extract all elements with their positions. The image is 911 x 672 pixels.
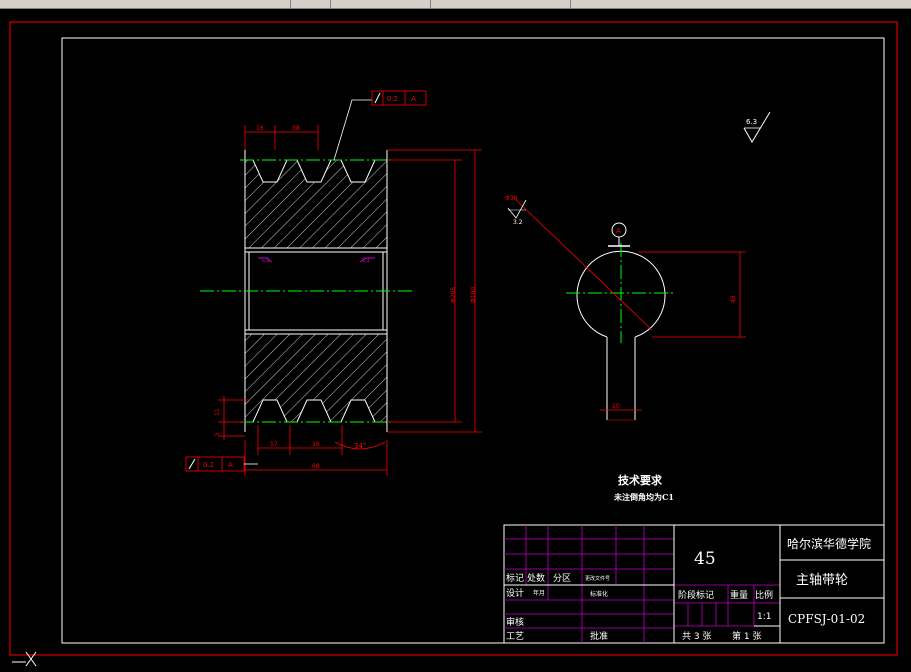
tb-standardize: 标准化: [590, 590, 608, 598]
pulley-upper-section: [244, 159, 388, 249]
dim-left-5: 5: [214, 432, 221, 436]
pulley-lower-section: [244, 333, 388, 423]
tb-weight: 重量: [730, 589, 748, 601]
requirements-text: 未注倒角均为C1: [613, 492, 674, 502]
datum-symbol-label: A: [616, 227, 621, 235]
tb-scale: 1:1: [757, 612, 771, 622]
dim-left-11: 11: [214, 408, 221, 416]
dim-bottom-17: 17: [270, 441, 278, 448]
dim-top-16: 16: [256, 125, 264, 132]
tolerance-bottom-value: 0.2: [203, 461, 214, 469]
toolbar-separator: [430, 0, 431, 8]
requirements-title: 技术要求: [618, 473, 663, 487]
toolbar-separator: [290, 0, 291, 8]
toolbar-separator: [330, 0, 331, 8]
tolerance-top-datum: A: [411, 95, 416, 103]
dim-overall-68: 68: [312, 463, 320, 470]
tb-change-doc: 更改文件号: [585, 575, 610, 582]
chamfer-left-label: C1: [262, 257, 270, 264]
tb-total-sheets: 共 3 张: [682, 631, 711, 642]
tolerance-frame-top: 0.2 A: [333, 90, 427, 161]
hub-dim-10: 10: [612, 403, 620, 410]
toolbar-separator: [570, 0, 571, 8]
drawing-border: [61, 37, 885, 644]
tolerance-top-value: 0.2: [387, 95, 398, 103]
hub-dim-48: 48: [730, 295, 737, 303]
tb-material: 45: [694, 549, 716, 569]
dim-diameter-205: Φ205: [450, 287, 457, 303]
drawing-canvas[interactable]: C1 C1 16 38 11 5 17 16 34° 68: [0, 8, 911, 668]
tb-approve: 批准: [590, 630, 608, 642]
tb-date: 年月: [533, 589, 545, 597]
tb-school: 哈尔滨华德学院: [787, 536, 871, 551]
tb-process: 工艺: [506, 631, 524, 642]
groove-angle-label: 34°: [354, 442, 366, 450]
tolerance-frame-bottom: 0.2 A: [185, 456, 258, 472]
tb-sheet-no: 第 1 张: [732, 630, 761, 642]
tb-location: 处数: [527, 572, 545, 584]
chamfer-right-label: C1: [362, 257, 370, 264]
tb-mark: 标记: [506, 572, 524, 584]
tolerance-bottom-datum: A: [228, 461, 233, 469]
pulley-section-view: C1 C1: [200, 150, 412, 432]
dim-bottom-16: 16: [312, 441, 320, 448]
cad-drawing-area[interactable]: C1 C1 16 38 11 5 17 16 34° 68: [0, 8, 911, 668]
cad-toolbar: [0, 0, 911, 9]
ucs-icon: [12, 651, 37, 667]
tb-part-name: 主轴带轮: [796, 573, 848, 588]
roughness-symbol: 6.3: [743, 111, 771, 143]
title-block: 标记 处数 分区 更改文件号 设计 年月 标准化 审核 工艺 批准 45 阶段标…: [503, 524, 885, 644]
hub-end-view: A Φ38 3.2 48 10: [505, 195, 746, 421]
hub-diameter-label: Φ38: [505, 195, 518, 202]
roughness-hole-label: 3.2: [513, 219, 523, 226]
tb-review: 审核: [506, 616, 524, 628]
tb-drawing-no: CPFSJ-01-02: [788, 612, 865, 626]
pulley-dimensions: 16 38 11 5 17 16 34° 68 Φ205 Φ190: [214, 125, 482, 476]
tb-ratio: 比例: [755, 589, 773, 601]
tb-design: 设计: [506, 587, 524, 599]
dim-diameter-190: Φ190: [470, 287, 477, 303]
outer-frame: [9, 21, 898, 656]
dim-top-38: 38: [292, 125, 300, 132]
roughness-label: 6.3: [746, 118, 757, 126]
tb-zone: 分区: [553, 573, 571, 584]
tb-stage-mark: 阶段标记: [678, 589, 714, 601]
